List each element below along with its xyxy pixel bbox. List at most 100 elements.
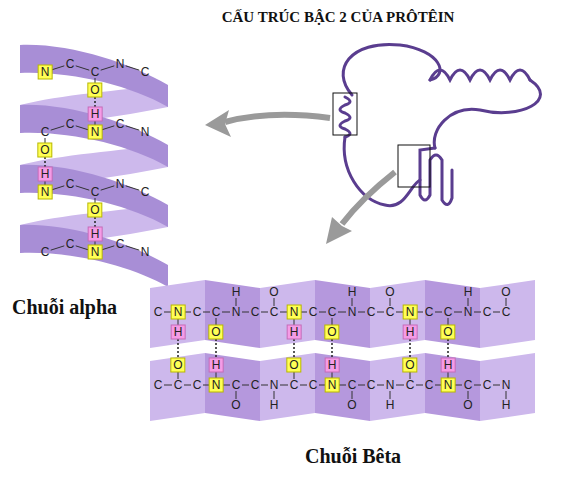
atom-symbol: H bbox=[346, 286, 359, 299]
atom-symbol: N bbox=[384, 379, 397, 392]
covalent-bond bbox=[454, 385, 462, 386]
covalent-bond bbox=[126, 186, 140, 190]
atom-symbol: C bbox=[500, 306, 513, 319]
covalent-bond bbox=[126, 246, 140, 250]
pleat bbox=[315, 280, 370, 348]
atom-symbol: N bbox=[268, 379, 281, 392]
atom-symbol: C bbox=[326, 306, 339, 319]
atom-symbol: C bbox=[481, 306, 494, 319]
atom-symbol: N bbox=[326, 379, 339, 392]
atom-symbol: C bbox=[404, 379, 417, 392]
atom-symbol: N bbox=[500, 379, 513, 392]
structure-caption: Chuỗi Bêta bbox=[305, 445, 401, 468]
atom-symbol: C bbox=[114, 118, 127, 131]
covalent-bond bbox=[101, 246, 115, 250]
atom-symbol: C bbox=[268, 306, 281, 319]
atom-symbol: C bbox=[307, 379, 320, 392]
atom-symbol: C bbox=[89, 186, 102, 199]
atom-symbol: C bbox=[249, 306, 262, 319]
covalent-bond bbox=[280, 385, 288, 386]
arrow-head bbox=[205, 110, 231, 137]
atom-symbol: N bbox=[89, 126, 102, 139]
covalent-bond bbox=[493, 385, 500, 386]
covalent-bond bbox=[300, 312, 307, 313]
atom-symbol: C bbox=[442, 306, 455, 319]
atom-symbol: O bbox=[499, 286, 512, 299]
atom-symbol: N bbox=[404, 306, 417, 319]
covalent-bond bbox=[51, 246, 65, 250]
atom-symbol: H bbox=[462, 286, 475, 299]
atom-symbol: C bbox=[89, 66, 102, 79]
diagram-title: CẤU TRÚC BẬC 2 CỦA PRÔTÊIN bbox=[222, 9, 455, 26]
covalent-bond bbox=[474, 312, 481, 313]
helix-front bbox=[20, 225, 168, 287]
atom-symbol: N bbox=[114, 58, 127, 71]
atom-symbol: N bbox=[139, 246, 152, 259]
atom-symbol: C bbox=[64, 118, 77, 131]
atom-symbol: H bbox=[230, 286, 243, 299]
atom-symbol: C bbox=[288, 379, 301, 392]
covalent-bond bbox=[76, 246, 90, 250]
protein-ribbon bbox=[344, 137, 420, 206]
protein-ribbon bbox=[434, 80, 540, 148]
covalent-bond bbox=[76, 186, 90, 190]
atom-symbol: C bbox=[139, 66, 152, 79]
arrow-head bbox=[326, 217, 352, 244]
covalent-bond bbox=[51, 66, 65, 70]
atom-symbol: H bbox=[89, 108, 102, 121]
atom-symbol: O bbox=[461, 399, 474, 412]
atom-symbol: O bbox=[403, 359, 416, 372]
hydrogen-bond bbox=[94, 217, 96, 227]
atom-symbol: C bbox=[423, 379, 436, 392]
covalent-bond bbox=[261, 312, 268, 313]
atom-symbol: N bbox=[39, 186, 52, 199]
covalent-bond bbox=[377, 312, 384, 313]
covalent-bond bbox=[101, 126, 115, 130]
pleat bbox=[370, 280, 425, 348]
atom-symbol: C bbox=[172, 379, 185, 392]
helix-front bbox=[20, 45, 168, 107]
structure-caption: Chuỗi alpha bbox=[12, 296, 117, 319]
zoom-arrow bbox=[225, 115, 330, 122]
atom-symbol: C bbox=[64, 238, 77, 251]
covalent-bond bbox=[101, 66, 115, 70]
helix-front bbox=[20, 105, 168, 167]
atom-symbol: C bbox=[346, 379, 359, 392]
covalent-bond bbox=[338, 385, 346, 386]
covalent-bond bbox=[184, 385, 191, 386]
covalent-bond bbox=[396, 385, 404, 386]
atom-symbol: C bbox=[365, 379, 378, 392]
atom-symbol: N bbox=[39, 66, 52, 79]
atom-symbol: C bbox=[152, 379, 165, 392]
atom-symbol: O bbox=[287, 359, 300, 372]
covalent-bond bbox=[358, 312, 365, 313]
pleat bbox=[480, 280, 535, 348]
atom-symbol: H bbox=[210, 359, 223, 372]
atom-symbol: O bbox=[229, 399, 242, 412]
atom-symbol: N bbox=[442, 379, 455, 392]
atom-symbol: C bbox=[191, 306, 204, 319]
atom-symbol: H bbox=[268, 399, 281, 412]
atom-symbol: C bbox=[249, 379, 262, 392]
zoom-box bbox=[398, 145, 430, 187]
protein-ribbon bbox=[340, 97, 350, 137]
hydrogen-bond bbox=[331, 339, 333, 358]
pleat bbox=[150, 353, 205, 421]
atom-symbol: H bbox=[172, 326, 185, 339]
covalent-bond bbox=[51, 126, 65, 130]
covalent-bond bbox=[377, 385, 384, 386]
atom-symbol: C bbox=[191, 379, 204, 392]
zoom-box bbox=[333, 93, 357, 135]
pleat bbox=[150, 280, 205, 348]
atom-symbol: O bbox=[38, 144, 51, 157]
covalent-bond bbox=[203, 312, 210, 313]
covalent-bond bbox=[416, 312, 423, 313]
covalent-bond bbox=[319, 312, 326, 313]
atom-symbol: N bbox=[172, 306, 185, 319]
covalent-bond bbox=[242, 312, 249, 313]
covalent-bond bbox=[51, 186, 65, 190]
pleat bbox=[260, 353, 315, 421]
atom-symbol: C bbox=[139, 186, 152, 199]
